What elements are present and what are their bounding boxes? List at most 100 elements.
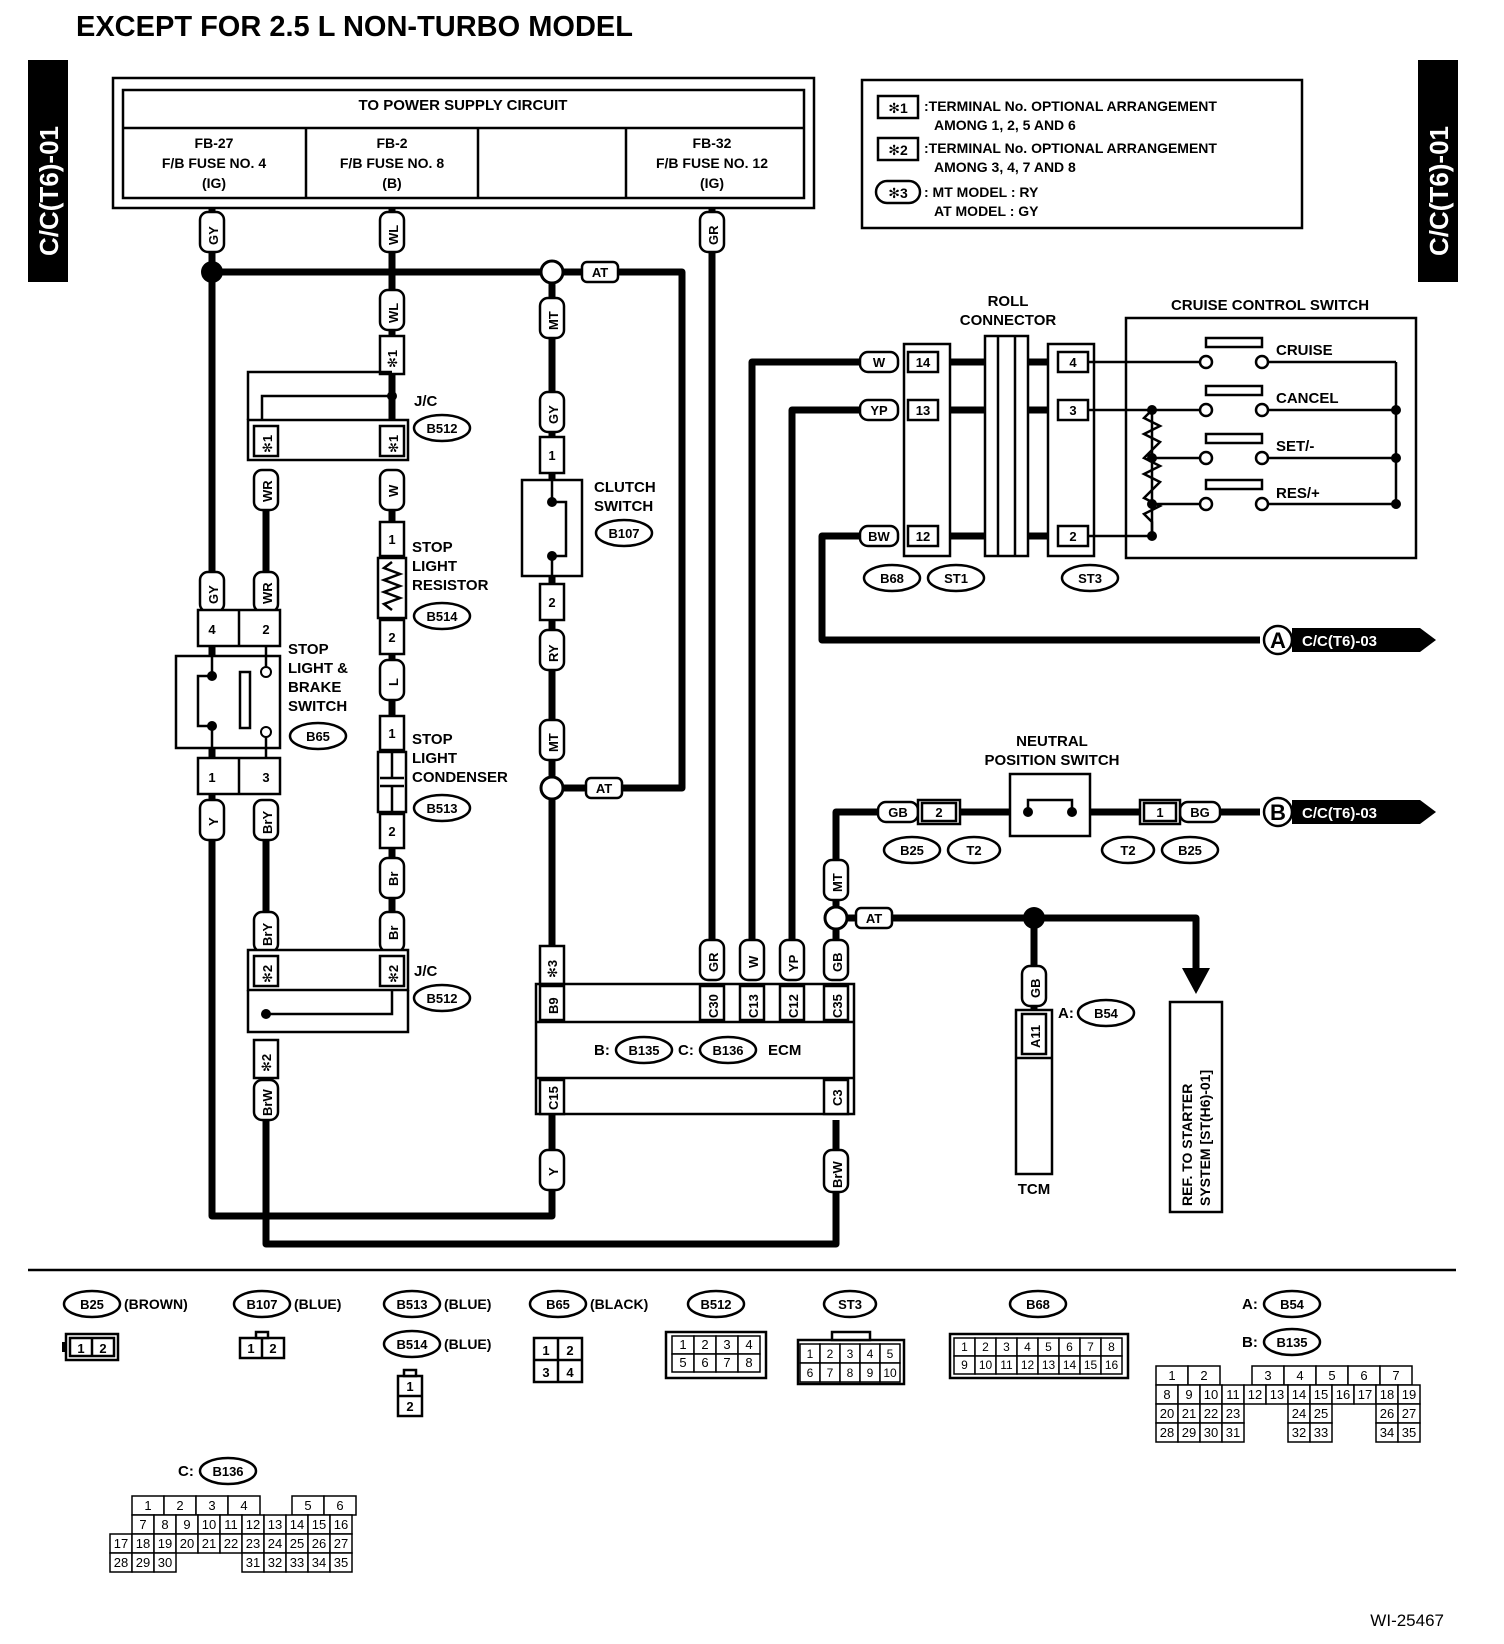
svg-text:13: 13 [916, 403, 930, 418]
svg-text:C15: C15 [546, 1086, 561, 1110]
svg-text:33: 33 [1314, 1425, 1328, 1440]
svg-text:12: 12 [916, 529, 930, 544]
svg-text:B68: B68 [1026, 1297, 1050, 1312]
wire-gy-clutch: GY [538, 390, 566, 434]
svg-text:GB: GB [1028, 979, 1043, 999]
b68-connector: 14 13 12 B68 ST1 [862, 342, 986, 593]
svg-text:2: 2 [982, 1340, 989, 1354]
svg-text:C/C(T6)-03: C/C(T6)-03 [1302, 633, 1377, 650]
svg-text:22: 22 [224, 1536, 238, 1551]
svg-text:B135: B135 [628, 1043, 659, 1058]
svg-text:B65: B65 [306, 729, 330, 744]
svg-text:7: 7 [723, 1355, 730, 1370]
svg-text:12: 12 [1248, 1387, 1262, 1402]
svg-text:1: 1 [1156, 805, 1163, 820]
wire-mt-2: MT [538, 718, 566, 762]
fuse-4-l1: FB-32 [693, 135, 732, 151]
pin-star2-bottom: ✻2 [252, 1038, 280, 1080]
svg-text:✻1: ✻1 [385, 350, 400, 368]
svg-text:18: 18 [136, 1536, 150, 1551]
svg-text:L: L [386, 678, 401, 686]
arrow-b: B C/C(T6)-03 [1262, 796, 1436, 828]
svg-text:ST3: ST3 [838, 1297, 862, 1312]
svg-text:35: 35 [334, 1555, 348, 1570]
svg-text:RESISTOR: RESISTOR [412, 577, 489, 594]
svg-text:10: 10 [979, 1358, 993, 1372]
svg-text:T2: T2 [1120, 843, 1135, 858]
svg-text:15: 15 [1314, 1387, 1328, 1402]
svg-text:20: 20 [180, 1536, 194, 1551]
neutral-position-switch: NEUTRAL POSITION SWITCH 2 1 B25 T2 T2 B2… [882, 733, 1220, 865]
svg-text:2: 2 [406, 1399, 413, 1414]
svg-text:4: 4 [1024, 1340, 1031, 1354]
svg-text:2: 2 [1069, 529, 1076, 544]
svg-text:33: 33 [290, 1555, 304, 1570]
svg-text:3: 3 [542, 1365, 549, 1380]
svg-text:4: 4 [240, 1498, 247, 1513]
side-tab-left: C/C(T6)-01 [28, 60, 68, 282]
svg-text:34: 34 [1380, 1425, 1394, 1440]
svg-text:✻3: ✻3 [888, 185, 908, 201]
svg-text:3: 3 [847, 1347, 854, 1361]
svg-text:27: 27 [334, 1536, 348, 1551]
svg-text:32: 32 [1292, 1425, 1306, 1440]
svg-text:30: 30 [158, 1555, 172, 1570]
svg-text:B512: B512 [426, 991, 457, 1006]
svg-text:12: 12 [1021, 1358, 1035, 1372]
fuse-4-l2: F/B FUSE NO. 12 [656, 155, 768, 171]
roll-connector: ROLL CONNECTOR [960, 293, 1057, 558]
svg-text:B513: B513 [426, 801, 457, 816]
svg-text:C13: C13 [746, 994, 761, 1018]
svg-text:8: 8 [1108, 1340, 1115, 1354]
svg-text:A11: A11 [1028, 1025, 1043, 1048]
svg-text:Br: Br [386, 926, 401, 940]
svg-text:(BLUE): (BLUE) [444, 1336, 491, 1352]
wire-gb-tcm: GB [1020, 964, 1048, 1008]
svg-text:STOP: STOP [288, 641, 329, 658]
svg-text:15: 15 [312, 1517, 326, 1532]
svg-text:2: 2 [566, 1343, 573, 1358]
svg-text:32: 32 [268, 1555, 282, 1570]
svg-text:CONNECTOR: CONNECTOR [960, 312, 1057, 329]
svg-text:3: 3 [1003, 1340, 1010, 1354]
wire-gr-ecm: GR [698, 938, 726, 982]
svg-text:B514: B514 [396, 1337, 428, 1352]
svg-text:(BLUE): (BLUE) [444, 1296, 491, 1312]
svg-text:B25: B25 [1178, 843, 1202, 858]
svg-text:4: 4 [745, 1337, 752, 1352]
diagram-id: WI-25467 [1370, 1611, 1444, 1630]
svg-text:1: 1 [548, 448, 555, 463]
fuse-2-l3: (B) [382, 175, 401, 191]
svg-text:9: 9 [867, 1366, 874, 1380]
svg-text:6: 6 [1066, 1340, 1073, 1354]
svg-text:CRUISE: CRUISE [1276, 342, 1333, 359]
svg-text:2: 2 [99, 1341, 106, 1356]
svg-text:21: 21 [202, 1536, 216, 1551]
wire-w-ecm: W [738, 938, 766, 982]
st3-connector: 4 3 2 ST3 [1046, 342, 1120, 593]
svg-text:B68: B68 [880, 571, 904, 586]
wire-wr: WR [252, 468, 280, 512]
pin-boxes: ✻1 1 2 1 2 1 2 ✻2 ✻3 [252, 334, 566, 1080]
svg-text:(BROWN): (BROWN) [124, 1296, 188, 1312]
svg-text:35: 35 [1402, 1425, 1416, 1440]
svg-text:28: 28 [1160, 1425, 1174, 1440]
svg-text:5: 5 [1045, 1340, 1052, 1354]
svg-text:LIGHT: LIGHT [412, 558, 457, 575]
legend-box: ✻1 :TERMINAL No. OPTIONAL ARRANGEMENT AM… [860, 78, 1304, 230]
wire-w-b68: W [858, 350, 900, 374]
power-supply-header: TO POWER SUPPLY CIRCUIT [359, 97, 568, 114]
svg-text:1: 1 [388, 726, 395, 741]
svg-text:✻3: ✻3 [545, 960, 560, 978]
svg-text:LIGHT: LIGHT [412, 750, 457, 767]
svg-text:25: 25 [1314, 1406, 1328, 1421]
svg-text:✻2: ✻2 [259, 1054, 274, 1072]
svg-text:5: 5 [1328, 1368, 1335, 1383]
svg-text:C/C(T6)-03: C/C(T6)-03 [1302, 805, 1377, 822]
svg-text:MT: MT [830, 873, 845, 892]
svg-text:B107: B107 [608, 526, 639, 541]
svg-text:29: 29 [136, 1555, 150, 1570]
svg-text:27: 27 [1402, 1406, 1416, 1421]
svg-text:1: 1 [1168, 1368, 1175, 1383]
svg-text:W: W [873, 355, 886, 370]
